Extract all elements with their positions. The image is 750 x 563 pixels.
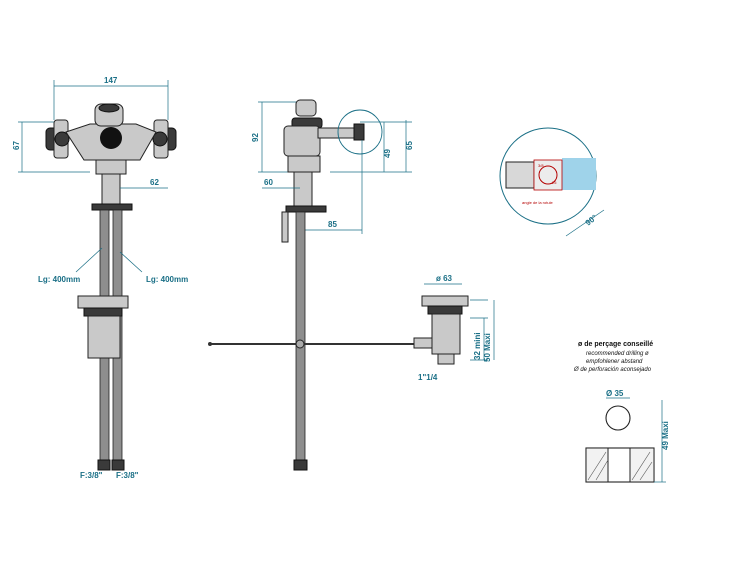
drill-diameter-label: Ø 35 [606,389,624,398]
hose-left-leader [75,247,103,273]
side-height-label: 92 [251,133,260,142]
waste-top-ring [427,305,463,315]
front-view: 147 67 62 Lg: 400mm Lg: 400mm [12,76,188,480]
side-hose [295,211,306,463]
angle-dim-line [565,209,605,237]
waste-max-label: 50 Maxi [483,333,492,362]
hatch-line-4 [639,461,653,481]
fitting-left-label: F:3/8" [80,471,103,480]
hatch-line-3 [631,451,651,481]
detail-view: 3/8 25 angle de la rotule 90° [499,127,605,237]
hose-right-leader [119,251,143,273]
reach-label: 85 [328,220,337,229]
drill-hole-top [605,405,631,431]
waste-top-body [431,313,461,355]
detail-marker-circle [337,109,383,155]
waste-ring [83,307,123,317]
fitting-right-label: F:3/8" [116,471,139,480]
detail-body [505,161,535,189]
fixing-plate [91,203,133,211]
side-spout-tip [353,123,365,141]
width-label: 147 [104,76,118,85]
base-label: 60 [264,178,273,187]
waste-view: ø 63 32 mini 50 Maxi 1"1/4 [413,274,495,382]
body-base [95,159,127,175]
hose-right-label: Lg: 400mm [146,275,188,284]
drilling-title: ø de perçage conseillé [578,341,653,348]
hatch-line-2 [595,459,609,481]
hose-left-label: Lg: 400mm [38,275,80,284]
detail-caption: angle de la rotule [522,200,553,205]
waste-diameter-label: ø 63 [436,274,453,283]
hatch-line-1 [587,451,607,481]
detail-water-band [562,158,596,190]
side-fixing-plate [285,205,327,213]
side-shank [293,171,313,209]
side-view: 92 49 65 60 85 [208,99,418,471]
side-top-knob [295,99,317,117]
drilling-line-en: recommended drilling ø [586,351,649,357]
section-hatch-left [585,447,609,483]
top-knob-cap [98,103,120,113]
right-handle-hub [152,131,168,147]
waste-top-flange [421,295,469,307]
spout-outlet [100,127,122,149]
fitting-left [97,459,111,471]
height-label: 67 [12,141,21,150]
detail-red-number-1: 3/8 [538,163,544,168]
detail-joint-circle [538,165,558,185]
waste-body [87,315,121,359]
waste-flange [77,295,129,309]
drilling-line-es: Ø de perforación aconsejado [573,367,652,373]
left-handle-hub [54,131,70,147]
total-height-label: 65 [405,141,414,150]
side-fitting [293,459,308,471]
side-base [287,155,321,173]
drilling-view: ø de perçage conseillé recommended drill… [573,341,670,483]
drill-max-label: 49 Maxi [661,421,670,450]
side-rod [281,211,289,243]
waste-tail [437,353,455,365]
waste-side-port [413,337,433,349]
rod-joint [295,339,305,349]
waste-thread-label: 1"1/4 [418,373,438,382]
side-body [283,125,321,157]
drilling-line-de: empfohlener abstand [586,359,643,365]
waste-min-label: 32 mini [473,332,482,360]
rod-end [208,342,212,346]
body-shank [101,173,121,205]
offset-label: 62 [150,178,159,187]
spout-height-label: 49 [383,149,392,158]
detail-red-number-2: 25 [552,180,557,185]
fitting-right [111,459,125,471]
